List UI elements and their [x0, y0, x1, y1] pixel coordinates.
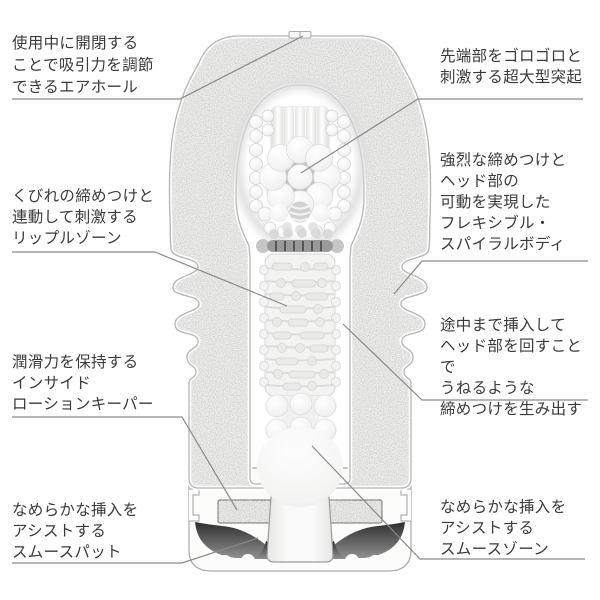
callout-line-smooth-zone: [311, 445, 585, 560]
callout-line-smooth-pad: [12, 537, 259, 564]
base-dark-cavity: [195, 522, 405, 569]
label-ripple-zone: くびれの締めつけと 連動して刺激する リップルゾーン: [12, 187, 155, 247]
callout-line-lotion-keeper: [12, 416, 238, 511]
label-tip-bumps: 先端部をゴロゴロと 刺激する超大型突起: [440, 47, 583, 86]
label-mid-insert: 途中まで挿入して ヘッド部を回すことで うねるような 締めつけを生み出す: [440, 316, 583, 418]
label-lotion-keeper: 潤滑力を保持する インサイド ローションキーパー: [12, 353, 154, 413]
sleeve-shaft: [259, 253, 341, 397]
shaft-texture: [269, 262, 329, 391]
callout-lines: [12, 35, 588, 564]
smooth-zone-bulb: [257, 427, 343, 507]
label-air-hole: 使用中に開閉する ことで吸引力を調節 できるエアホール: [12, 34, 154, 96]
callout-line-air-hole: [12, 35, 304, 100]
shaft-edge-scallops: [259, 265, 341, 387]
outer-case: [169, 31, 430, 489]
label-spiral-body: 強烈な締めつけと ヘッド部の 可動を実現した フレキシブル・ スパイラルボディ: [440, 151, 567, 253]
label-smooth-pad: なめらかな挿入を アシストする スムースパット: [12, 501, 139, 561]
tip-large-bumps: [259, 136, 341, 235]
callout-line-spiral-body: [393, 260, 588, 295]
inner-sleeve: [249, 106, 351, 507]
ripple-ring-band: [256, 228, 344, 253]
callout-line-ripple-zone: [12, 251, 288, 307]
head-side-nodules: [249, 109, 351, 239]
label-smooth-zone: なめらかな挿入を アシストする スムースゾーン: [440, 498, 567, 558]
callout-line-mid-insert: [342, 323, 588, 401]
callout-line-tip-bumps: [300, 98, 583, 174]
